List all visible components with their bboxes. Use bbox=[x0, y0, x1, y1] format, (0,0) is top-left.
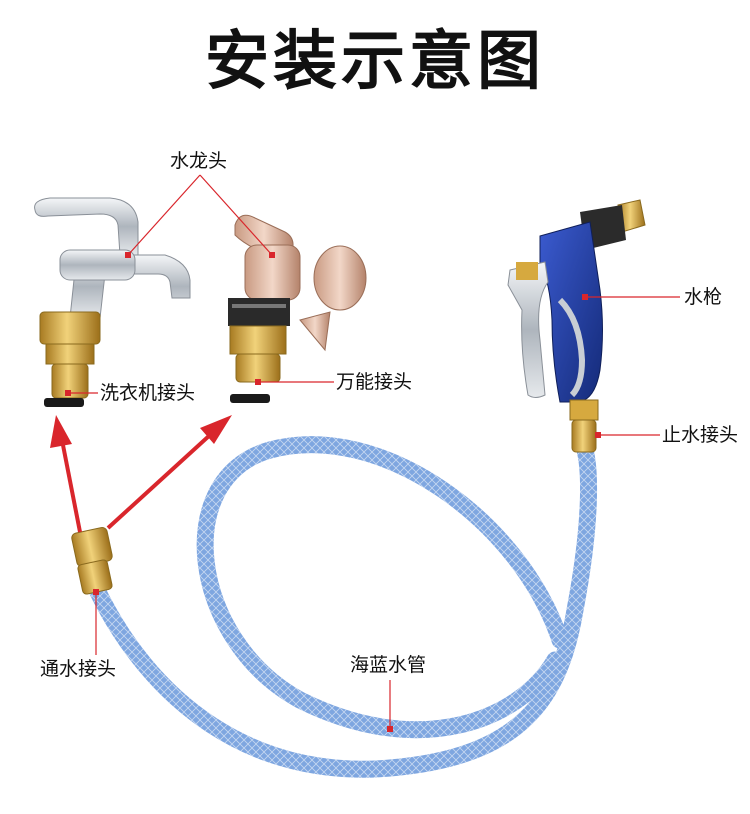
leader-hose bbox=[387, 680, 393, 732]
leader-universal-connector bbox=[255, 379, 334, 385]
page-title: 安装示意图 bbox=[205, 25, 545, 99]
leader-stop-connector bbox=[595, 432, 660, 438]
label-spray-gun: 水枪 bbox=[684, 286, 723, 308]
arrow-to-washer-connector bbox=[50, 415, 82, 533]
leader-faucet bbox=[125, 174, 275, 258]
leader-washer-connector bbox=[65, 390, 98, 396]
label-hose: 海蓝水管 bbox=[350, 654, 427, 676]
hose bbox=[87, 436, 598, 778]
copper-faucet bbox=[228, 214, 367, 403]
label-through-connector: 通水接头 bbox=[40, 658, 117, 680]
arrow-to-universal-connector bbox=[106, 415, 232, 530]
label-universal-connector: 万能接头 bbox=[336, 371, 413, 393]
label-washer-connector: 洗衣机接头 bbox=[100, 382, 196, 404]
chrome-faucet bbox=[34, 197, 191, 407]
leader-spray-gun bbox=[582, 294, 680, 300]
leader-through-connector bbox=[93, 589, 99, 655]
through-connector bbox=[71, 527, 113, 595]
label-stop-connector: 止水接头 bbox=[662, 424, 739, 446]
label-faucet: 水龙头 bbox=[170, 150, 228, 172]
spray-gun bbox=[507, 199, 646, 453]
